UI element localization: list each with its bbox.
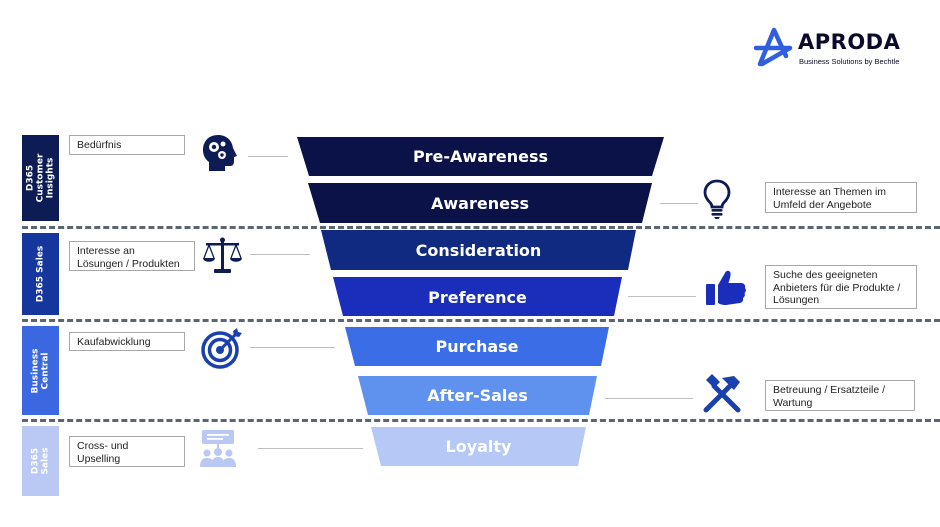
note-interest-solutions: Interesse an Lösungen / Produkten [69,241,195,271]
funnel-stage-purchase [345,327,609,366]
lightbulb-icon [703,179,731,219]
section-separator [22,226,940,229]
section-bar-d365-sales: D365 Sales [22,233,59,315]
scales-icon [203,237,242,273]
note-line: Umfeld der Angebote [773,198,872,211]
section-bar-d365-sales-loyalty: D365 Sales [22,426,59,496]
connector-line [605,398,693,399]
note-line: Interesse an [77,245,135,257]
note-line: Cross- und [77,440,129,452]
stage-label-purchase: Purchase [435,337,519,356]
note-line: Interesse an Themen im [773,186,887,198]
connector-line [628,296,696,297]
funnel-stage-preference [333,277,622,316]
target-icon [201,328,242,369]
note-line: Lösungen [773,294,820,306]
logo-tagline: Business Solutions by Bechtle [799,57,900,66]
connector-line [660,203,698,204]
thumbs-up-icon [706,270,746,305]
presentation-audience-icon [200,430,236,467]
note-line: Kaufabwicklung [77,336,151,348]
logo-name: APRODA [798,30,901,54]
aproda-logo: APRODA Business Solutions by Bechtle [752,26,922,72]
note-cross-upselling: Cross- und Upselling [69,436,185,467]
stage-label-preference: Preference [428,288,527,307]
note-line: Suche des geeigneten [773,269,878,281]
note-order-processing: Kaufabwicklung [69,332,185,351]
section-bar-customer-insights: D365 Customer Insights [22,135,59,221]
stage-label-awareness: Awareness [431,194,529,213]
stage-label-pre-awareness: Pre-Awareness [412,147,549,166]
head-gears-icon [203,135,237,171]
connector-line [258,448,363,449]
funnel-stage-loyalty [371,427,586,466]
note-line: Bedürfnis [77,139,122,151]
note-line: Lösungen / Produkten [77,257,180,270]
note-line: Wartung [773,396,813,409]
stage-label-loyalty: Loyalty [445,437,512,456]
note-vendor-search: Suche des geeigneten Anbieters für die P… [765,265,917,309]
funnel-stage-after-sales [358,376,597,415]
connector-line [250,347,335,348]
note-interest-topics: Interesse an Themen im Umfeld der Angebo… [765,182,917,213]
stage-label-after-sales: After-Sales [427,386,528,405]
hammers-icon [703,374,741,413]
aproda-logo-mark-icon [753,27,793,67]
section-bar-business-central: Business Central [22,326,59,415]
note-line: Betreuung / Ersatzteile / [773,384,886,396]
note-line: Anbieters für die Produkte / [773,281,901,294]
funnel-stage-awareness [308,183,652,223]
funnel-stage-pre-awareness [297,137,664,176]
connector-line [248,156,288,157]
funnel-stage-consideration [321,230,636,270]
section-separator [22,419,940,422]
note-line: Upselling [77,452,121,465]
section-separator [22,319,940,322]
connector-line [250,254,310,255]
note-need: Bedürfnis [69,135,185,155]
stage-label-consideration: Consideration [415,241,542,260]
note-support-maintenance: Betreuung / Ersatzteile / Wartung [765,380,915,411]
